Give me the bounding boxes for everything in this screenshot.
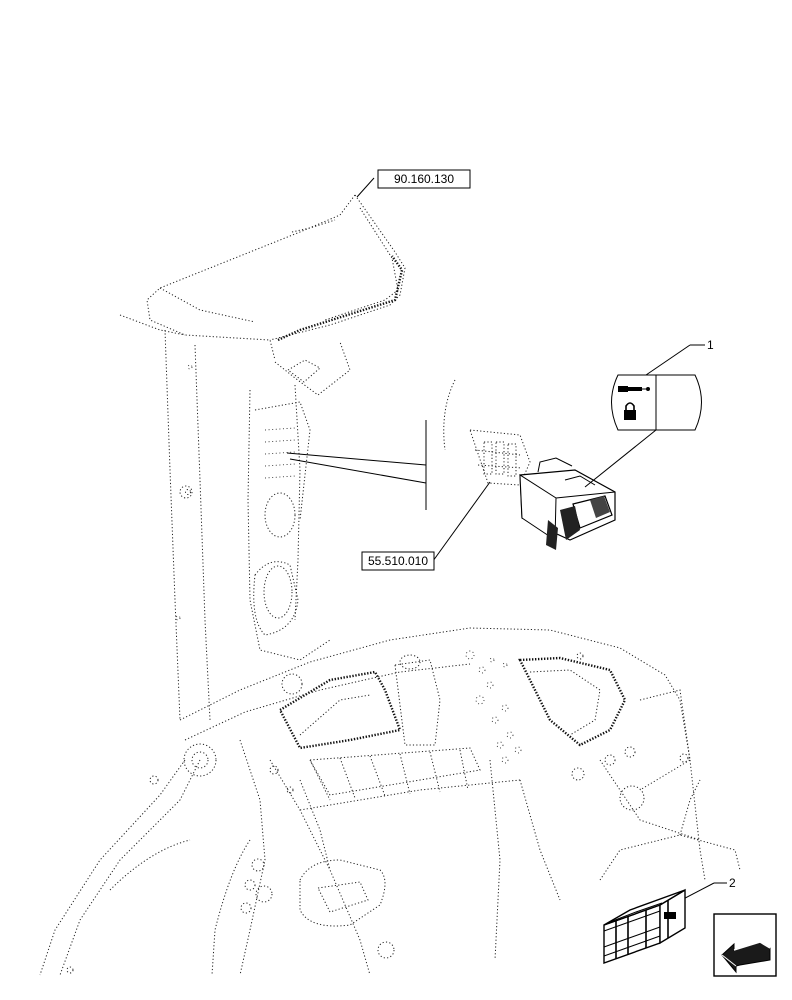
crate-icon	[603, 888, 686, 964]
cab-pillar-ghost	[119, 194, 406, 721]
reference-label-connector: 55.510.010	[368, 554, 428, 568]
dashboard-ghost	[39, 627, 741, 976]
reference-box-connector[interactable]: 55.510.010	[361, 551, 435, 571]
rocker-switch	[519, 457, 616, 550]
leader-lines	[286, 177, 727, 908]
switch-label-plate	[611, 374, 702, 431]
reference-box-top[interactable]: 90.160.130	[377, 169, 471, 189]
hydraulic-cylinder-lock-icon	[618, 386, 650, 420]
callout-1: 1	[707, 338, 714, 352]
reference-label-top: 90.160.130	[394, 172, 454, 186]
arrow-icon[interactable]	[713, 913, 777, 977]
callout-2: 2	[729, 876, 736, 890]
connector-block	[425, 379, 531, 510]
